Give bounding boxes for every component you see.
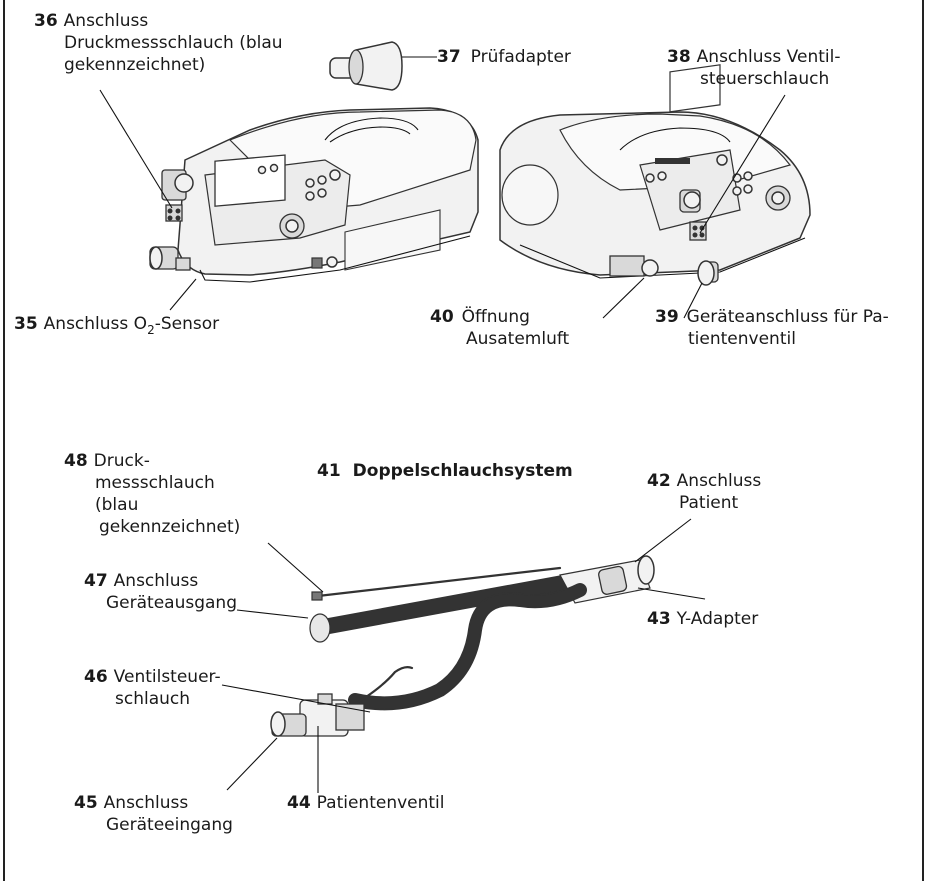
test-adapter-illustration: [330, 42, 402, 90]
svg-text:Patient: Patient: [679, 493, 739, 513]
svg-text:messschlauch: messschlauch: [95, 473, 215, 493]
svg-text:Geräteeingang: Geräteeingang: [106, 815, 233, 835]
svg-text:Geräteausgang: Geräteausgang: [106, 593, 237, 613]
svg-text:gekennzeichnet): gekennzeichnet): [64, 55, 205, 75]
svg-text:Ausatemluft: Ausatemluft: [466, 329, 570, 349]
svg-text:(blau: (blau: [95, 495, 138, 515]
svg-text:tientenventil: tientenventil: [688, 329, 796, 349]
device-front-illustration: [150, 108, 478, 282]
double-hose-illustration: [271, 556, 654, 736]
svg-text:gekennzeichnet): gekennzeichnet): [99, 517, 240, 537]
svg-text:43Y-Adapter: 43Y-Adapter: [647, 609, 758, 629]
svg-text:steuerschlauch: steuerschlauch: [700, 69, 829, 89]
svg-text:Druckmessschlauch (blau: Druckmessschlauch (blau: [64, 33, 283, 53]
device-back-illustration: [500, 65, 810, 285]
svg-text:schlauch: schlauch: [115, 689, 190, 709]
